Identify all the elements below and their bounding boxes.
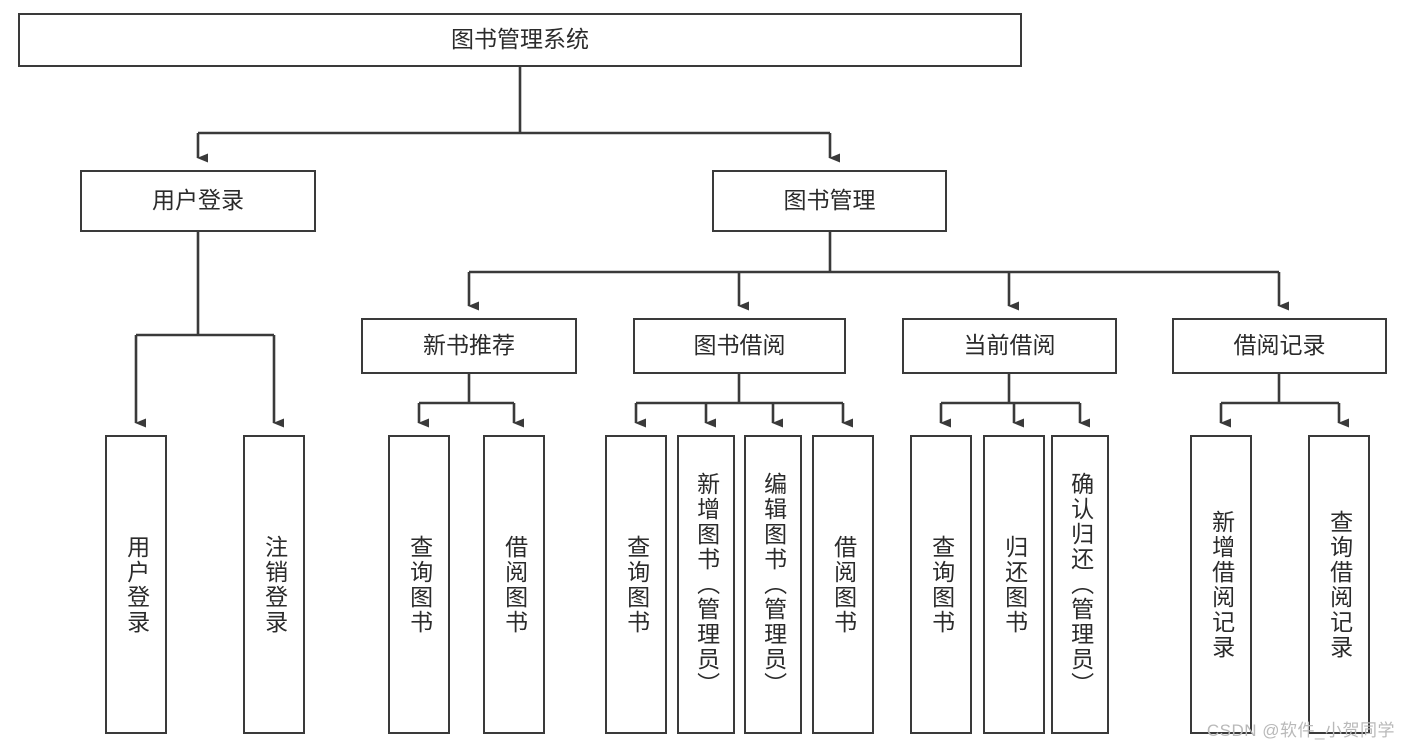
node-label: 当前借阅 (963, 332, 1056, 359)
root-node-book-management-system[interactable]: 图书管理系统 (18, 13, 1022, 67)
node-label: 借阅记录 (1233, 332, 1326, 359)
node-label: 借阅图书 (830, 534, 857, 635)
node-leaf-query-book-2[interactable]: 查询图书 (605, 435, 667, 734)
node-user-login[interactable]: 用户登录 (80, 170, 316, 232)
node-label: 注销登录 (261, 534, 288, 635)
node-leaf-add-book-admin[interactable]: 新增图书（管理员） (677, 435, 735, 734)
node-leaf-add-borrow-record[interactable]: 新增借阅记录 (1190, 435, 1252, 734)
node-leaf-borrow-book-2[interactable]: 借阅图书 (812, 435, 874, 734)
node-leaf-borrow-book-1[interactable]: 借阅图书 (483, 435, 545, 734)
node-book-management[interactable]: 图书管理 (712, 170, 947, 232)
node-leaf-confirm-return-admin[interactable]: 确认归还（管理员） (1051, 435, 1109, 734)
node-label: 归还图书 (1001, 534, 1028, 635)
node-leaf-query-book-1[interactable]: 查询图书 (388, 435, 450, 734)
node-label: 图书管理系统 (451, 26, 589, 53)
node-label: 新增图书（管理员） (693, 472, 720, 697)
node-label: 查询图书 (406, 534, 433, 635)
node-label: 新书推荐 (423, 332, 515, 359)
node-leaf-return-book[interactable]: 归还图书 (983, 435, 1045, 734)
node-label: 查询借阅记录 (1326, 509, 1353, 660)
node-book-borrow[interactable]: 图书借阅 (633, 318, 846, 374)
node-leaf-logout-login[interactable]: 注销登录 (243, 435, 305, 734)
node-label: 用户登录 (152, 187, 244, 214)
watermark-label: CSDN @软件_小贺同学 (1206, 721, 1395, 740)
node-leaf-query-book-3[interactable]: 查询图书 (910, 435, 972, 734)
node-label: 查询图书 (623, 534, 650, 635)
node-leaf-edit-book-admin[interactable]: 编辑图书（管理员） (744, 435, 802, 734)
node-borrow-record[interactable]: 借阅记录 (1172, 318, 1387, 374)
node-current-borrow[interactable]: 当前借阅 (902, 318, 1117, 374)
node-label: 确认归还（管理员） (1067, 472, 1094, 697)
node-label: 查询图书 (928, 534, 955, 635)
node-label: 图书借阅 (693, 332, 786, 359)
node-label: 新增借阅记录 (1208, 509, 1235, 660)
node-label: 用户登录 (123, 534, 150, 635)
node-leaf-query-borrow-record[interactable]: 查询借阅记录 (1308, 435, 1370, 734)
node-label: 编辑图书（管理员） (760, 472, 787, 697)
node-leaf-user-login[interactable]: 用户登录 (105, 435, 167, 734)
node-label: 图书管理 (783, 187, 876, 214)
node-label: 借阅图书 (501, 534, 528, 635)
node-new-book-recommend[interactable]: 新书推荐 (361, 318, 577, 374)
